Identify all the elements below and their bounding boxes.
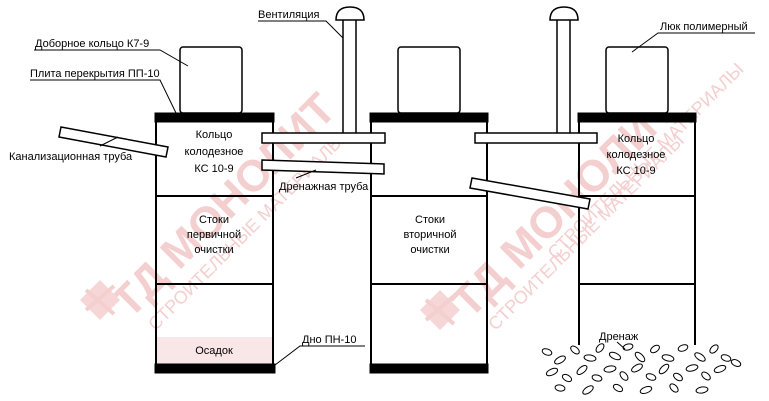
ring-label-line-3: КС 10-9 xyxy=(616,165,655,177)
bottom-slab-shape xyxy=(154,363,276,374)
ring-label-line-2: колодезное xyxy=(185,146,244,158)
ring-label-line-3: КС 10-9 xyxy=(194,163,233,175)
leader-ventilation xyxy=(258,20,344,39)
ventilation-pipe-2 xyxy=(549,6,579,139)
section-label-line-1: Стоки xyxy=(199,214,229,226)
section-label-line-3: очистки xyxy=(410,244,449,256)
leader-extra-ring xyxy=(34,49,189,67)
well-filter-ring-label: Кольцо колодезное КС 10-9 xyxy=(607,133,666,177)
section-label-line-1: Стоки xyxy=(415,214,445,226)
vent-cap-icon xyxy=(335,6,365,21)
bottom-slab-shape xyxy=(369,363,489,374)
cover-slab-shape xyxy=(369,112,489,123)
ring-label-line-1: Кольцо xyxy=(618,133,655,145)
sediment-area xyxy=(157,337,272,365)
watermark-1: ТД МОНОЛИТ СТРОИТЕЛЬНЫЕ МАТЕРИАЛЫ xyxy=(80,84,348,334)
label-sewer-pipe: Канализационная труба xyxy=(9,151,133,163)
well-primary-ring-label: Кольцо колодезное КС 10-9 xyxy=(185,129,244,175)
drain-pipe-1 xyxy=(261,159,385,175)
well-filter xyxy=(577,46,697,345)
ventilation-pipe-1 xyxy=(335,6,365,139)
watermark-emblem-icon xyxy=(80,280,120,320)
vent-cap-icon xyxy=(549,6,579,21)
leader-drain-pipe xyxy=(295,169,317,179)
label-ventilation: Вентиляция xyxy=(258,9,320,21)
leader-slab xyxy=(30,79,177,114)
label-drain-pipe: Дренажная труба xyxy=(279,181,369,193)
label-drainage: Дренаж xyxy=(599,331,639,343)
well-secondary-section-label: Стоки вторичной очистки xyxy=(404,214,457,256)
label-polymer-hatch: Люк полимерный xyxy=(660,21,748,33)
section-label-line-2: первичной xyxy=(187,229,241,241)
extra-ring-shape xyxy=(605,46,669,114)
extra-ring-shape xyxy=(179,46,243,114)
drain-pipe-2 xyxy=(469,177,591,210)
overflow-pipe-2 xyxy=(474,132,598,144)
cover-slab-shape xyxy=(154,112,275,123)
watermark-emblem-icon xyxy=(420,290,460,330)
label-bottom-slab: Дно ПН-10 xyxy=(302,334,356,346)
leader-bottom xyxy=(274,345,365,366)
overflow-pipe-1 xyxy=(261,132,386,144)
sewer-inlet-pipe xyxy=(58,126,169,158)
cover-slab-shape xyxy=(577,112,697,123)
label-extra-ring: Доборное кольцо К7-9 xyxy=(35,38,149,50)
leader-hatch xyxy=(631,32,755,53)
leader-sewer-pipe xyxy=(99,136,119,147)
leader-drainage xyxy=(616,341,626,350)
ring-label-line-1: Кольцо xyxy=(196,129,233,141)
well-secondary xyxy=(369,46,489,374)
label-slab: Плита перекрытия ПП-10 xyxy=(30,68,160,80)
sediment-label: Осадок xyxy=(195,345,233,357)
ring-label-line-2: колодезное xyxy=(607,149,666,161)
section-label-line-3: очистки xyxy=(194,244,233,256)
section-label-line-2: вторичной xyxy=(404,229,457,241)
drainage-gravel xyxy=(541,343,742,395)
extra-ring-shape xyxy=(397,46,461,114)
well-primary-section-label: Стоки первичной очистки xyxy=(187,214,241,256)
callout-lines xyxy=(30,20,755,366)
